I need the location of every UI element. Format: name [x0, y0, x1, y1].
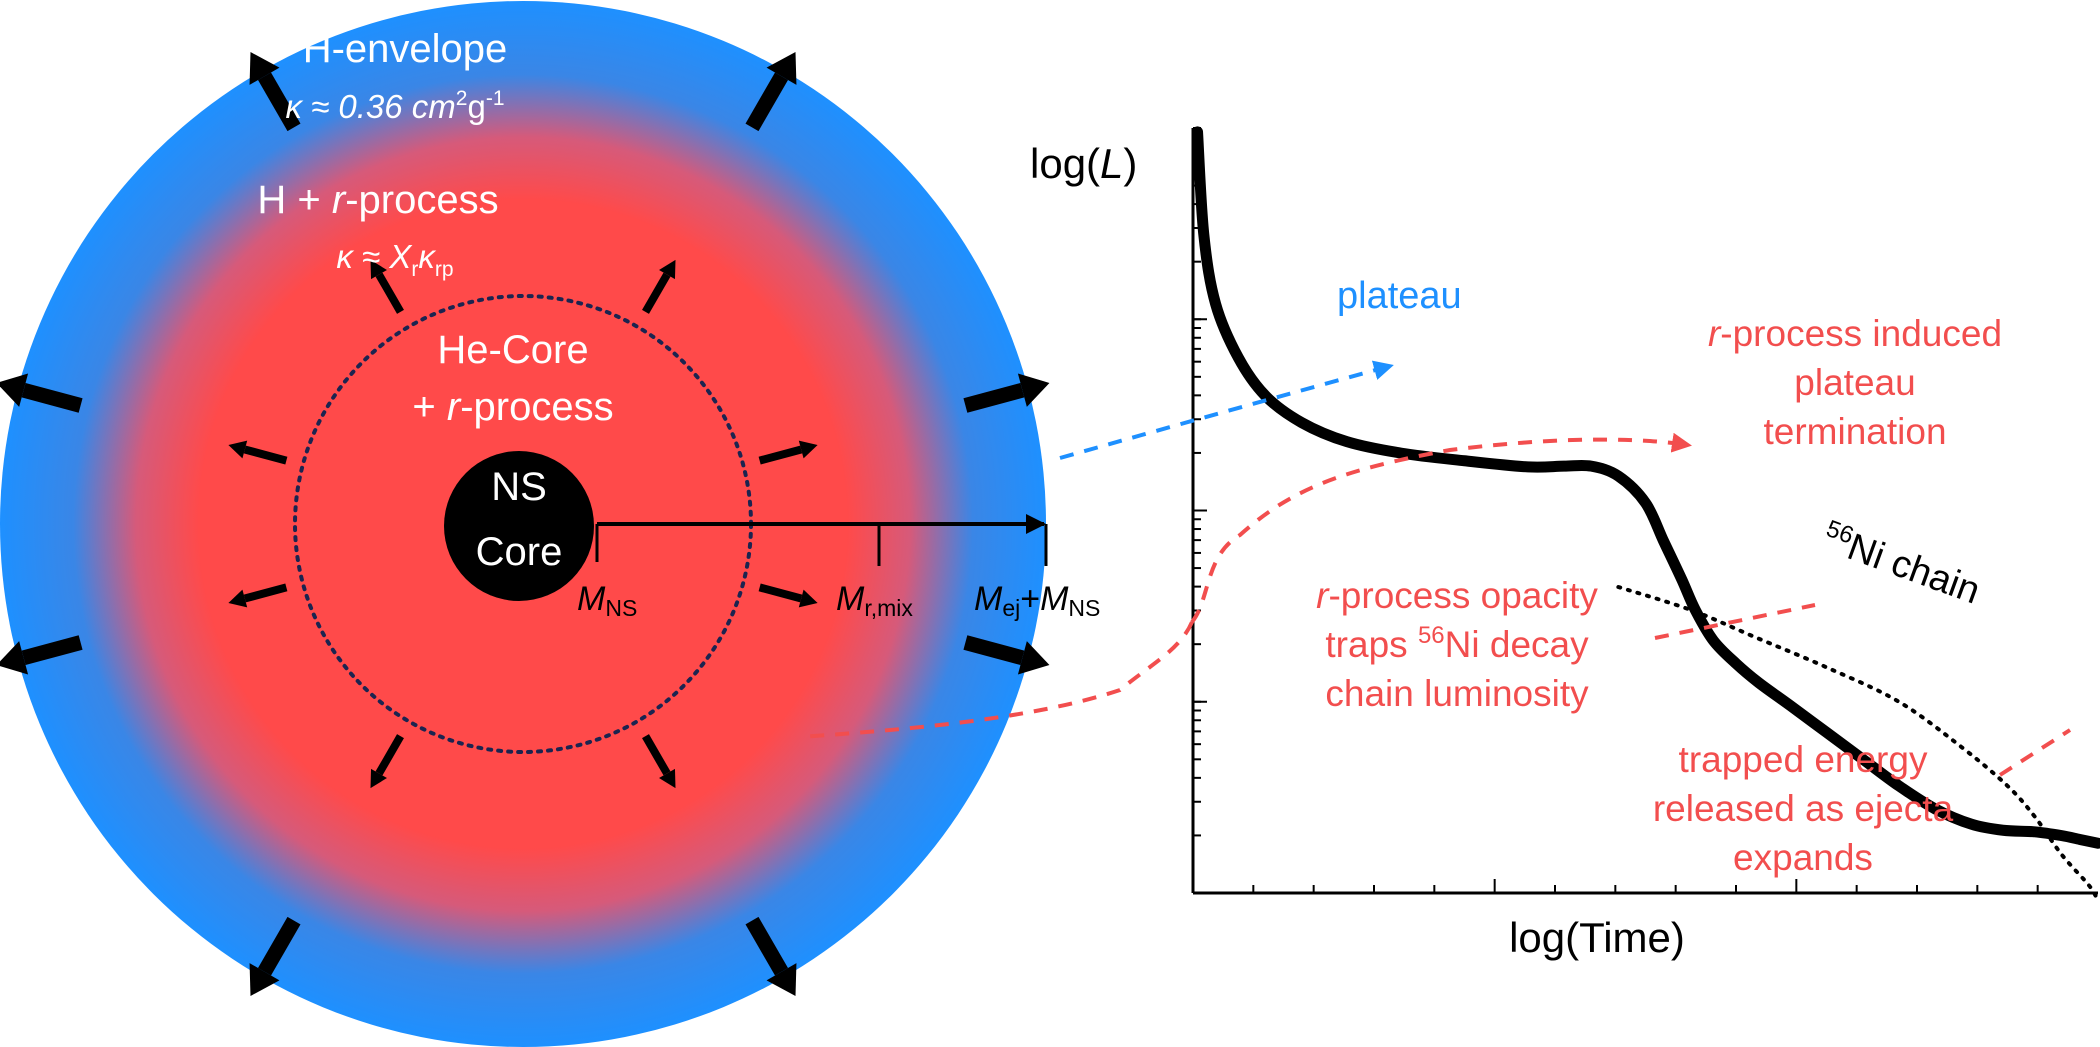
core-title-line1: He-Core — [437, 328, 588, 372]
mixed-region-opacity: κ ≈ Xrκrp — [336, 238, 453, 281]
outer-arrow-head-1 — [249, 52, 280, 85]
inner-arrow-shaft-3 — [243, 445, 288, 465]
outer-arrow-shaft-3 — [21, 382, 83, 413]
inner-expansion-arrows — [228, 259, 818, 789]
outer-arrow-head-5 — [0, 641, 29, 675]
trapped-label-line2: released as ejecta — [1653, 788, 1954, 829]
inner-arrow-shaft-7 — [375, 734, 404, 776]
y-axis-label: log(L) — [1030, 140, 1137, 187]
termination-label-line3: termination — [1763, 411, 1946, 452]
outer-arrow-head-4 — [1017, 641, 1050, 675]
inner-arrow-head-2 — [798, 440, 818, 459]
ni-chain-curve — [1616, 585, 2100, 903]
outer-expansion-arrows — [0, 52, 1050, 996]
plateau-label: plateau — [1337, 275, 1462, 317]
x-axis-label: log(Time) — [1509, 914, 1685, 961]
ejecta-schematic: H-envelope κ ≈ 0.36 cm2g-1 H + r-process… — [0, 1, 1100, 1047]
ns-label-line1: NS — [491, 465, 547, 509]
inner-arrow-head-1 — [370, 259, 387, 280]
mass-label-ns: MNS — [577, 580, 637, 621]
mixing-region-link — [799, 621, 1194, 739]
traps-label-line2: traps 56Ni decay — [1325, 622, 1589, 665]
traps-label-line1: r-process opacity — [1316, 575, 1598, 616]
trapped-label-line3: expands — [1733, 837, 1873, 878]
annotations: plateau r-process induced plateau termin… — [799, 275, 2072, 878]
inner-arrow-head-7 — [370, 768, 387, 789]
outer-arrow-shaft-5 — [21, 635, 83, 666]
inner-arrow-shaft-4 — [758, 583, 803, 603]
outer-arrow-shaft-2 — [963, 382, 1025, 413]
outer-arrow-head-0 — [766, 52, 797, 85]
inner-arrow-shaft-2 — [758, 445, 803, 465]
traps-pointer — [1654, 603, 1816, 640]
inner-arrow-head-4 — [798, 589, 818, 608]
inner-arrow-shaft-1 — [375, 272, 404, 314]
outer-arrow-shaft-4 — [963, 635, 1025, 666]
outer-arrow-head-3 — [0, 373, 29, 407]
inner-arrow-head-5 — [228, 589, 248, 608]
inner-arrow-head-3 — [228, 440, 248, 459]
outer-arrow-shaft-7 — [258, 916, 301, 976]
luminosity-curve — [1192, 126, 2100, 849]
outer-arrow-head-2 — [1017, 373, 1050, 407]
envelope-title: H-envelope — [303, 27, 508, 71]
inner-arrow-head-6 — [659, 768, 676, 789]
envelope-opacity: κ ≈ 0.36 cm2g-1 — [285, 87, 504, 125]
outer-arrow-head-6 — [766, 963, 797, 996]
inner-arrow-shaft-6 — [642, 734, 671, 776]
ns-label-line2: Core — [476, 530, 563, 574]
inner-arrow-shaft-5 — [243, 583, 288, 603]
traps-label-line3: chain luminosity — [1325, 673, 1589, 714]
inner-arrow-shaft-0 — [642, 272, 671, 314]
outer-arrow-shaft-6 — [745, 916, 788, 976]
mass-label-ej: Mej+MNS — [974, 580, 1100, 621]
outer-arrow-head-7 — [249, 963, 280, 996]
termination-pointer-arrow — [1190, 432, 1692, 624]
termination-label-line1: r-process induced — [1708, 313, 2002, 354]
outer-arrow-shaft-0 — [745, 72, 788, 132]
trapped-label-line1: trapped energy — [1679, 739, 1928, 780]
ni-chain-label: 56Ni chain — [1817, 515, 1986, 612]
termination-label-line2: plateau — [1794, 362, 1915, 403]
light-curve-chart: log(L) log(Time) 56Ni chain — [1030, 126, 2100, 961]
neutron-star-core — [444, 451, 594, 601]
inner-arrow-head-0 — [659, 259, 676, 280]
mass-label-mix: Mr,mix — [836, 580, 913, 621]
mixed-region-title: H + r-process — [257, 178, 498, 222]
trapped-energy-pointer — [1998, 728, 2072, 777]
outer-arrow-shaft-1 — [258, 72, 301, 132]
core-title-line2: + r-process — [412, 385, 613, 429]
